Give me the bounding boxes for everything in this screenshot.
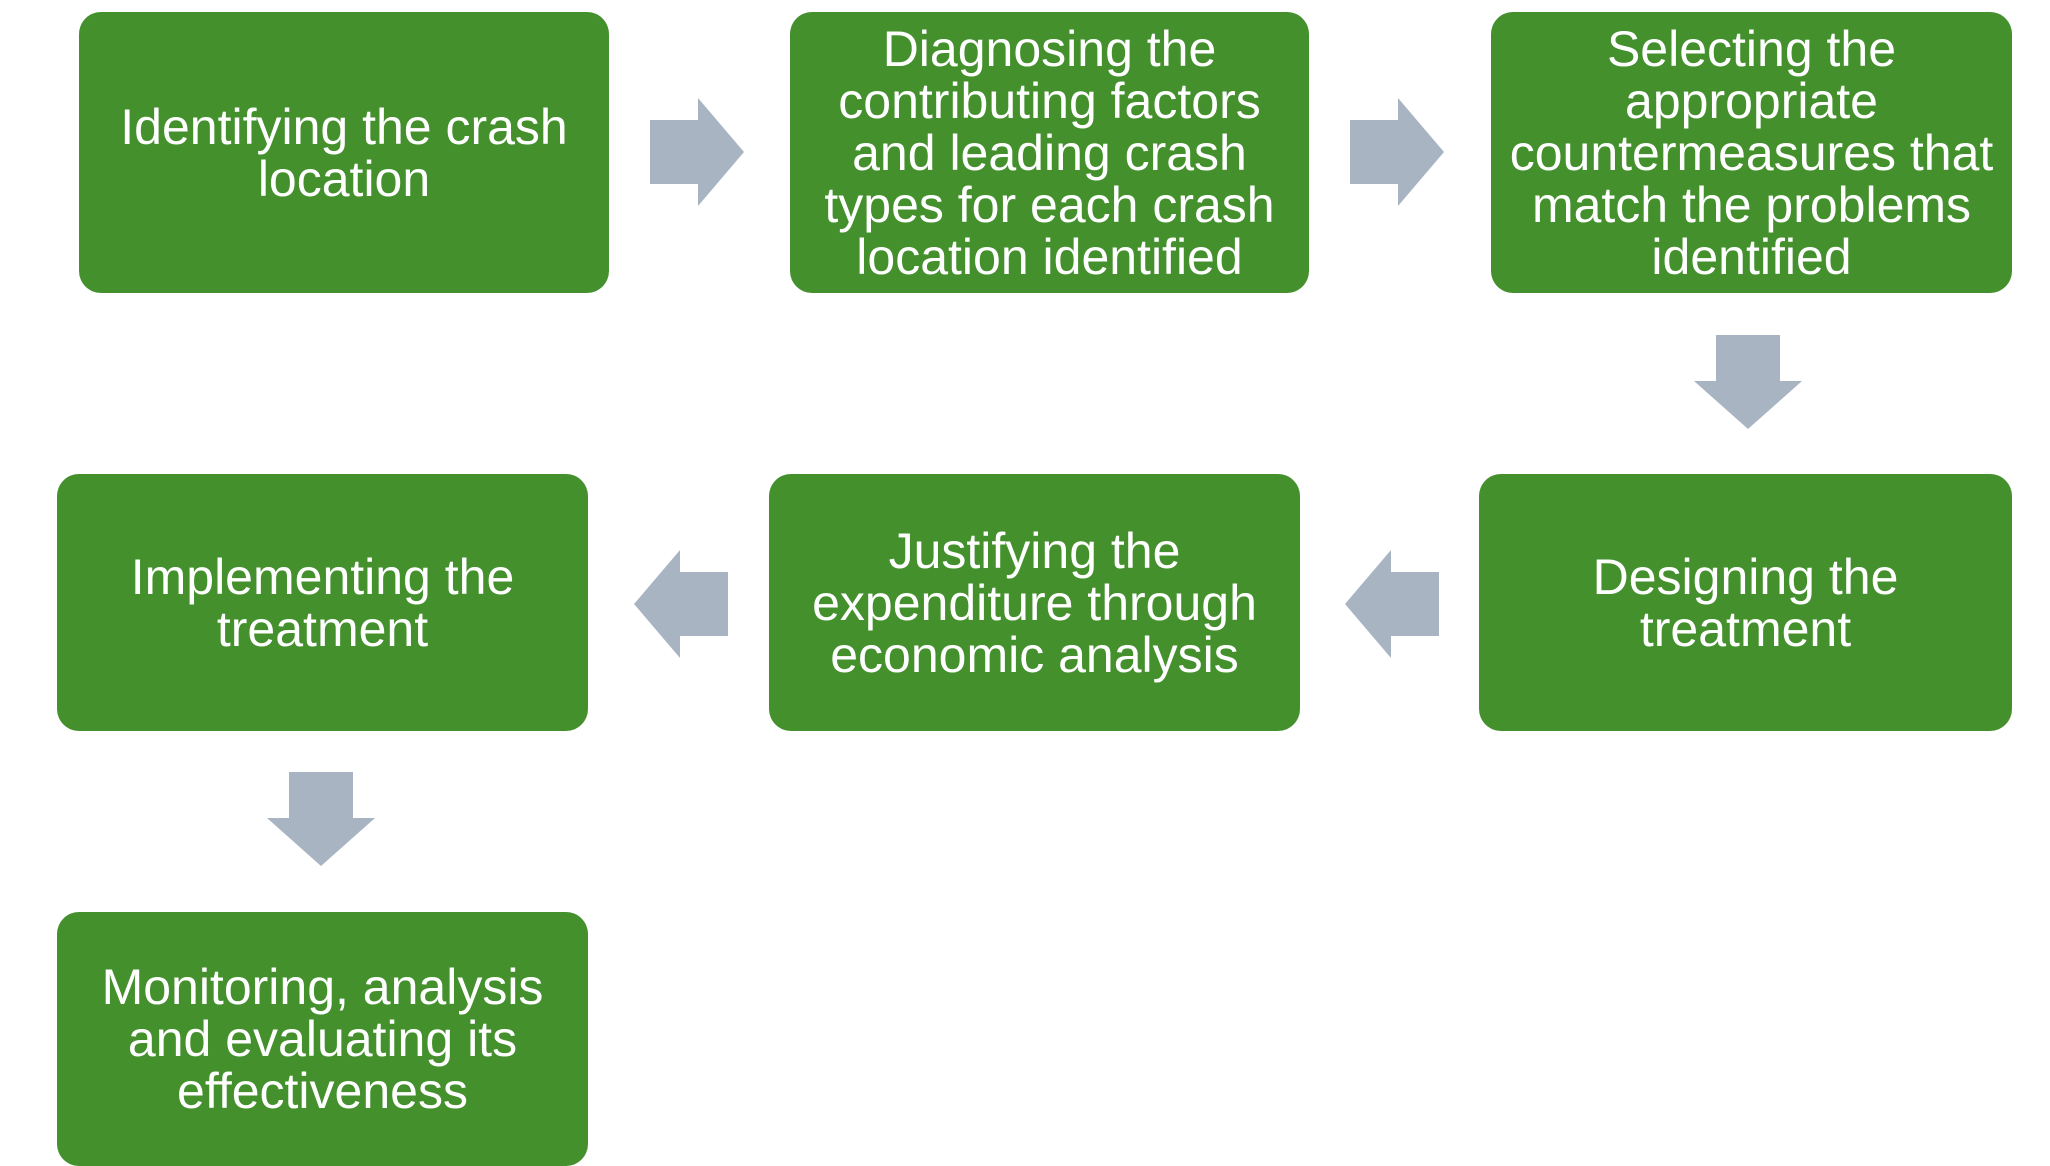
arrow-left-icon — [634, 550, 728, 658]
step-label: Selecting the appropriate countermeasure… — [1509, 20, 1994, 285]
step-label: Justifying the expenditure through econo… — [812, 522, 1257, 683]
step-implement-treatment: Implementing the treatment — [57, 474, 588, 731]
step-identify-crash-location: Identifying the crash location — [79, 12, 609, 293]
step-label: Designing the treatment — [1592, 548, 1899, 657]
step-label: Identifying the crash location — [120, 98, 568, 207]
arrow-down-icon — [1694, 335, 1802, 429]
step-monitor-evaluate: Monitoring, analysis and evaluating its … — [57, 912, 588, 1166]
step-label: Monitoring, analysis and evaluating its … — [101, 959, 544, 1119]
step-diagnose-factors: Diagnosing the contributing factors and … — [790, 12, 1309, 293]
step-justify-expenditure: Justifying the expenditure through econo… — [769, 474, 1300, 731]
step-label: Implementing the treatment — [130, 548, 515, 657]
step-label: Diagnosing the contributing factors and … — [824, 20, 1275, 285]
arrow-right-icon — [650, 98, 744, 206]
arrow-down-icon — [267, 772, 375, 866]
arrow-right-icon — [1350, 98, 1444, 206]
arrow-left-icon — [1345, 550, 1439, 658]
step-design-treatment: Designing the treatment — [1479, 474, 2012, 731]
step-select-countermeasures: Selecting the appropriate countermeasure… — [1491, 12, 2012, 293]
